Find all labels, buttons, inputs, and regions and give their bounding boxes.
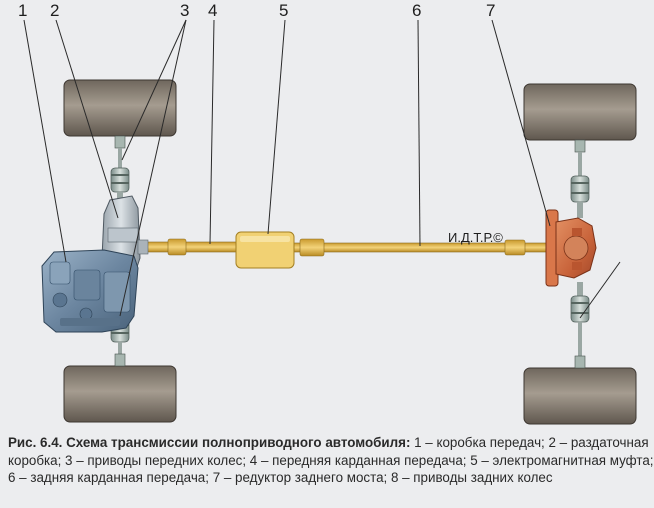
front-wheel-drive-top: [110, 135, 130, 204]
callout-6: 6: [412, 1, 421, 20]
tire-rear-top: [523, 83, 637, 141]
tire-front-bottom: [63, 365, 177, 423]
leader-lines: [23, 19, 621, 319]
gearbox: [41, 249, 139, 333]
rear-axle-reducer: [545, 209, 597, 287]
callout-3: 3: [180, 1, 189, 20]
tire-rear-bottom: [523, 367, 637, 425]
transmission-diagram: 1 2 3 4 5 6 7 И.Д.Т.Р.©: [18, 1, 637, 425]
caption-line-3: 6 – задняя карданная передача; 7 – редук…: [8, 470, 553, 485]
caption-prefix: Рис. 6.4. Схема трансмиссии полноприводн…: [8, 435, 411, 450]
tire-front-top: [63, 79, 177, 137]
rear-wheel-drive-bottom: [570, 282, 590, 369]
callout-1: 1: [18, 1, 27, 20]
front-propeller-shaft: [145, 238, 239, 256]
callout-4: 4: [208, 1, 217, 20]
caption-line-2: коробка; 3 – приводы передних колес; 4 –…: [8, 452, 654, 468]
figure-caption: Рис. 6.4. Схема трансмиссии полноприводн…: [8, 434, 654, 487]
callout-2: 2: [50, 1, 59, 20]
electromagnetic-clutch: [235, 231, 295, 269]
caption-line-1: Рис. 6.4. Схема трансмиссии полноприводн…: [8, 434, 649, 452]
callout-7: 7: [486, 1, 495, 20]
watermark: И.Д.Т.Р.©: [448, 230, 503, 245]
callout-5: 5: [279, 1, 288, 20]
rear-propeller-shaft: [292, 238, 554, 257]
caption-line-1-rest: 1 – коробка передач; 2 – раздаточная: [410, 435, 649, 450]
rear-wheel-drive-top: [570, 139, 590, 218]
